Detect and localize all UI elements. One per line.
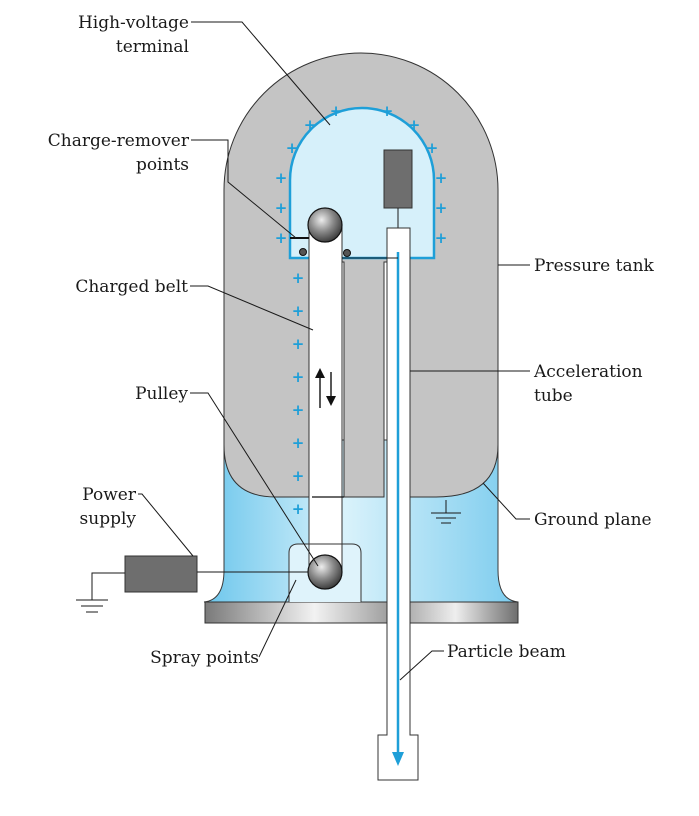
label-acceleration-tube-line1: Acceleration xyxy=(533,362,643,382)
label-acceleration-tube-line2: tube xyxy=(534,386,573,406)
power-supply xyxy=(124,555,198,593)
plus-sign: + xyxy=(435,199,448,217)
plus-sign: + xyxy=(435,229,448,247)
plus-sign: + xyxy=(435,169,448,187)
label-high-voltage-terminal-line2: terminal xyxy=(116,37,189,57)
label-power-supply-line2: supply xyxy=(80,509,137,529)
plus-sign: + xyxy=(292,302,305,320)
power-ground-icon xyxy=(76,599,108,613)
plus-sign: + xyxy=(304,116,317,134)
plus-sign: + xyxy=(286,139,299,157)
top-pulley xyxy=(307,207,343,243)
leader-charge-remover-points xyxy=(191,139,297,239)
plus-sign: + xyxy=(292,269,305,287)
bottom-pulley xyxy=(307,554,343,590)
leader-particle-beam xyxy=(399,650,444,681)
leader-ground-plane xyxy=(482,482,530,520)
plus-sign: + xyxy=(275,229,288,247)
belt-direction-arrows xyxy=(315,368,336,408)
plus-sign: + xyxy=(292,368,305,386)
belt-charge-symbols: + + + + + + + + xyxy=(292,269,305,518)
terminal-charge-symbols: + + + + + + + + + + + + xyxy=(275,102,448,247)
label-spray-points: Spray points xyxy=(150,648,259,668)
leader-pulley xyxy=(190,392,319,567)
label-charge-remover-points-line1: Charge-remover xyxy=(48,131,190,151)
plus-sign: + xyxy=(292,467,305,485)
label-pulley: Pulley xyxy=(135,384,188,404)
leader-charged-belt xyxy=(190,285,314,331)
label-power-supply-line1: Power xyxy=(82,485,137,505)
plus-sign: + xyxy=(292,335,305,353)
leader-power-supply xyxy=(138,493,194,557)
plus-sign: + xyxy=(426,139,439,157)
plus-sign: + xyxy=(408,116,421,134)
label-charge-remover-points-line2: points xyxy=(136,155,189,175)
label-particle-beam: Particle beam xyxy=(447,642,566,662)
ion-source xyxy=(383,149,413,209)
ground-plane-ground-icon xyxy=(431,500,461,524)
label-ground-plane: Ground plane xyxy=(534,510,652,530)
plus-sign: + xyxy=(330,102,343,120)
plus-sign: + xyxy=(292,434,305,452)
particle-beam-arrowhead xyxy=(392,752,404,766)
plus-sign: + xyxy=(292,500,305,518)
base-plate xyxy=(204,601,519,624)
plus-sign: + xyxy=(381,102,394,120)
label-high-voltage-terminal-line1: High-voltage xyxy=(78,13,189,33)
plus-sign: + xyxy=(275,199,288,217)
label-charged-belt: Charged belt xyxy=(75,277,188,297)
plus-sign: + xyxy=(275,169,288,187)
terminal-contact-dot xyxy=(343,249,351,257)
charge-remover-dot xyxy=(299,248,307,256)
label-pressure-tank: Pressure tank xyxy=(534,256,655,276)
leader-high-voltage-terminal xyxy=(191,21,331,126)
leader-spray-points xyxy=(258,579,297,658)
plus-sign: + xyxy=(292,401,305,419)
charged-belt xyxy=(308,225,343,573)
